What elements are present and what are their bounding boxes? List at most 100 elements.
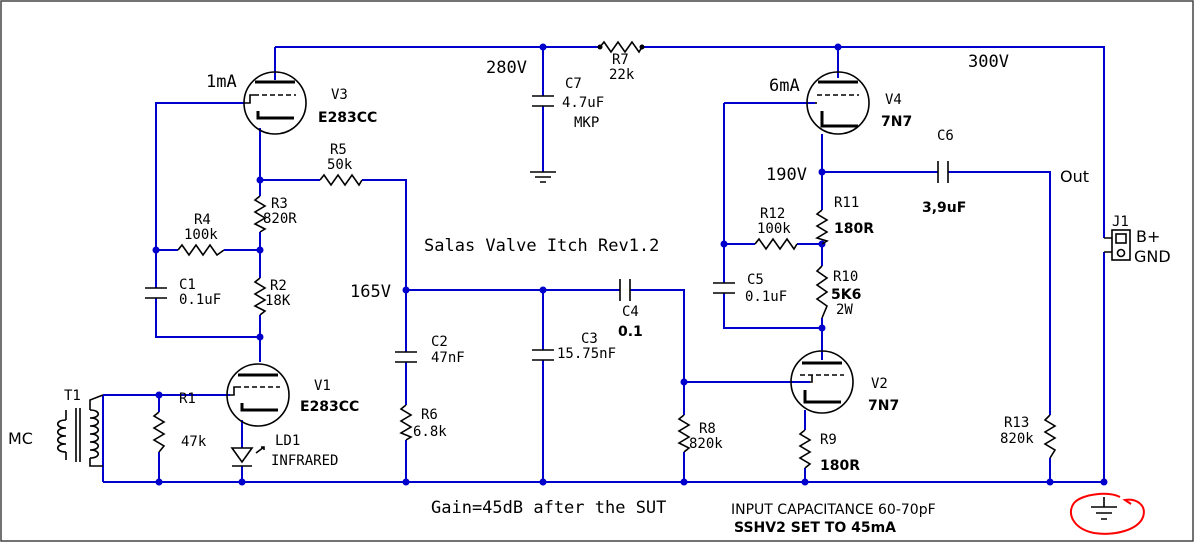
r6-ref: R6: [421, 407, 438, 423]
c2-ref: C2: [431, 334, 448, 350]
r11-ref: R11: [834, 195, 859, 211]
r5-value: 50k: [327, 157, 353, 173]
r3-ref: R3: [271, 196, 288, 212]
sshv-note: SSHV2 SET TO 45mA: [734, 520, 896, 536]
resistor-r8: [677, 414, 691, 453]
c1-ref: C1: [179, 277, 196, 293]
capacitor-c6: [937, 161, 949, 183]
wires: [102, 46, 1105, 483]
ground-symbol-c7: [530, 171, 556, 183]
c1-value: 0.1uF: [179, 292, 221, 308]
r1-ref: R1: [179, 391, 196, 407]
r4-ref: R4: [194, 212, 211, 228]
voltage-190v: 190V: [766, 165, 807, 185]
c6-value: 3,9uF: [922, 200, 966, 216]
j1-ref: J1: [1112, 214, 1129, 230]
v4-ref: V4: [885, 92, 902, 108]
out-label: Out: [1060, 167, 1089, 186]
v4-value: 7N7: [881, 114, 912, 130]
resistor-r3: [253, 195, 267, 233]
capacitor-c2: [395, 351, 417, 363]
bplus-label: B+: [1136, 227, 1160, 246]
ground-symbol-main: [1091, 497, 1117, 520]
c5-ref: C5: [747, 272, 764, 288]
ld1-ref: LD1: [275, 433, 300, 449]
r12-ref: R12: [760, 206, 785, 222]
resistor-r13: [1043, 414, 1057, 459]
gain-note: Gain=45dB after the SUT: [431, 498, 666, 518]
voltage-300v: 300V: [968, 52, 1009, 72]
r10-ref: R10: [833, 269, 858, 285]
current-1ma: 1mA: [206, 72, 237, 92]
c7-extra: MKP: [574, 115, 599, 131]
tube-v4: [806, 71, 870, 135]
transformer-t1: [56, 394, 104, 467]
c4-value: 0.1: [618, 324, 643, 340]
c7-value: 4.7uF: [562, 95, 604, 111]
voltage-280v: 280V: [486, 58, 527, 78]
c4-ref: C4: [622, 304, 639, 320]
red-circle-annotation: [1069, 492, 1145, 535]
tube-v2: [790, 350, 854, 414]
resistor-r9: [798, 429, 812, 469]
r11-value: 180R: [834, 221, 874, 237]
resistor-r12: [754, 237, 798, 251]
capacitor-c5: [713, 282, 735, 294]
r2-value: 18K: [265, 293, 291, 309]
r13-ref: R13: [1004, 415, 1029, 431]
r9-value: 180R: [820, 458, 860, 474]
ld1-value: INFRARED: [271, 453, 338, 469]
v3-value: E283CC: [318, 110, 377, 126]
c3-ref: C3: [581, 331, 598, 347]
gnd-label: GND: [1134, 247, 1171, 266]
v2-ref: V2: [871, 376, 888, 392]
r10-extra: 2W: [836, 302, 853, 318]
mc-label: MC: [8, 429, 33, 448]
c7-ref: C7: [565, 76, 582, 92]
r5-ref: R5: [330, 142, 347, 158]
capacitor-c3: [532, 349, 554, 361]
resistor-r10: [815, 265, 829, 319]
r2-ref: R2: [270, 278, 287, 294]
resistor-r11: [815, 209, 829, 245]
resistor-r4: [177, 243, 225, 257]
t1-ref: T1: [64, 388, 81, 404]
r9-ref: R9: [820, 432, 837, 448]
resistor-r6: [399, 404, 413, 441]
r13-value: 820k: [1000, 431, 1034, 447]
v1-value: E283CC: [300, 399, 359, 415]
r8-ref: R8: [699, 421, 716, 437]
v3-ref: V3: [331, 87, 348, 103]
c6-ref: C6: [937, 128, 954, 144]
c3-value: 15.75nF: [557, 346, 616, 362]
current-6ma: 6mA: [769, 76, 800, 96]
schematic-title: Salas Valve Itch Rev1.2: [424, 236, 659, 256]
connector-j1: [1104, 229, 1131, 261]
tube-v3: [243, 71, 307, 135]
capacitor-c1: [145, 287, 167, 299]
resistor-r5: [319, 173, 363, 187]
r12-value: 100k: [757, 221, 791, 237]
v2-value: 7N7: [868, 398, 899, 414]
tube-v1: [226, 363, 290, 427]
resistor-r2: [253, 277, 267, 316]
capacitor-c7: [532, 95, 554, 107]
r10-value: 5K6: [831, 287, 861, 303]
r4-value: 100k: [184, 227, 218, 243]
resistor-r1: [152, 411, 166, 453]
r8-value: 820k: [689, 436, 723, 452]
r7-value: 22k: [609, 67, 635, 83]
junctions: [152, 43, 1108, 486]
c2-value: 47nF: [431, 350, 465, 366]
led-ld1: [230, 446, 265, 467]
v1-ref: V1: [314, 378, 331, 394]
c5-value: 0.1uF: [745, 289, 787, 305]
resistor-r7: [597, 40, 645, 54]
r3-value: 820R: [263, 211, 297, 227]
r6-value: 6.8k: [413, 424, 447, 440]
r1-value: 47k: [181, 434, 207, 450]
input-capacitance-note: INPUT CAPACITANCE 60-70pF: [731, 502, 936, 518]
